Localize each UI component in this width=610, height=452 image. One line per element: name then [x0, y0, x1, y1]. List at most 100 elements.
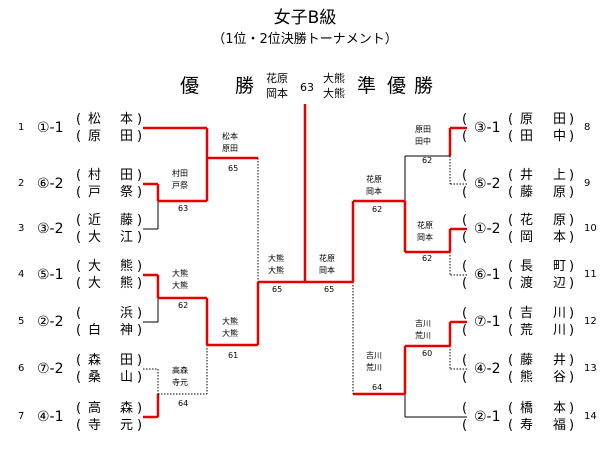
right-paren-close: ) — [569, 230, 575, 245]
right-seed-number: 13 — [584, 363, 597, 374]
left-seed-number: 2 — [18, 178, 25, 189]
left-match-score: 65 — [228, 164, 239, 173]
right-paren-close: ) — [569, 370, 575, 385]
left-group-result: ⑤-1 — [37, 267, 64, 283]
right-paren-close: ) — [569, 306, 575, 321]
left-paren-close: ) — [137, 168, 143, 183]
right-match-score: 62 — [422, 156, 433, 165]
left-player1-second: 本 — [120, 112, 134, 127]
left-player2-second: 神 — [120, 323, 134, 338]
left-seed-number: 3 — [18, 223, 25, 234]
left-seed-number: 7 — [18, 411, 25, 422]
left-paren-close: ) — [137, 129, 143, 144]
right-player2-first: 熊 — [520, 370, 534, 385]
right-player1-second: 町 — [553, 259, 567, 274]
right-seed-number: 14 — [584, 411, 597, 422]
page-title: 女子B級 — [273, 8, 337, 28]
right-paren-open: ( — [462, 112, 468, 127]
left-paren-open: ( — [76, 230, 82, 245]
left-match-score: 64 — [178, 399, 189, 408]
right-paren-close: ) — [569, 276, 575, 291]
right-player1-second: 本 — [553, 401, 567, 416]
right-paren-close: ) — [569, 168, 575, 183]
left-paren-close: ) — [137, 323, 143, 338]
right-match-score: 65 — [324, 285, 335, 294]
right-paren-open: ( — [462, 418, 468, 433]
left-player2-second: 山 — [120, 370, 134, 385]
left-match-name: 村田 — [172, 169, 188, 178]
left-player2-first: 大 — [88, 276, 102, 291]
right-paren-close: ) — [569, 418, 575, 433]
left-player1-second: 森 — [120, 401, 134, 416]
left-paren-close: ) — [137, 306, 143, 321]
left-paren-open: ( — [76, 401, 82, 416]
final-right-name-1: 大熊 — [323, 72, 345, 85]
left-player2-first: 原 — [88, 129, 102, 144]
right-paren-open: ( — [508, 112, 514, 127]
left-seed-number: 1 — [18, 122, 25, 133]
right-match-name: 吉川 — [366, 351, 382, 360]
left-player2-second: 江 — [120, 230, 134, 245]
right-seed-number: 11 — [584, 269, 597, 280]
right-player1-first: 花 — [520, 213, 534, 228]
right-player2-first: 田 — [520, 129, 534, 144]
final-score: 63 — [300, 81, 314, 94]
right-paren-open: ( — [508, 259, 514, 274]
right-player2-second: 本 — [553, 230, 567, 245]
right-player2-first: 寿 — [520, 418, 534, 433]
right-match-name: 吉川 — [415, 319, 431, 328]
left-player2-first: 寺 — [88, 418, 102, 433]
left-match-name: 松本 — [222, 132, 238, 141]
right-paren-open: ( — [508, 306, 514, 321]
right-player2-second: 辺 — [553, 276, 567, 291]
left-paren-open: ( — [76, 129, 82, 144]
right-paren-close: ) — [569, 259, 575, 274]
left-player1-first: 森 — [88, 353, 102, 368]
left-paren-close: ) — [137, 401, 143, 416]
left-match-name: 寺元 — [172, 378, 188, 387]
right-player1-first: 藤 — [520, 353, 534, 368]
right-paren-open: ( — [508, 168, 514, 183]
right-player1-second: 原 — [553, 213, 567, 228]
right-paren-open: ( — [462, 168, 468, 183]
right-match-name: 原田 — [415, 125, 431, 134]
right-paren-open: ( — [508, 129, 514, 144]
right-paren-open: ( — [462, 129, 468, 144]
right-match-name: 田中 — [415, 137, 431, 146]
left-player1-first: 近 — [88, 213, 102, 228]
left-paren-open: ( — [76, 276, 82, 291]
left-match-name: 大熊 — [268, 266, 284, 275]
right-match-name: 荒川 — [415, 331, 431, 340]
left-match-score: 61 — [228, 351, 239, 360]
final-right-name-2: 大熊 — [323, 87, 345, 100]
right-seed-number: 12 — [584, 316, 597, 327]
right-match-name: 岡本 — [366, 187, 382, 196]
left-match-name: 大熊 — [172, 269, 188, 278]
right-paren-close: ) — [569, 401, 575, 416]
right-player2-second: 原 — [553, 185, 567, 200]
left-group-result: ④-1 — [37, 409, 64, 425]
left-player2-first: 白 — [88, 323, 102, 338]
runner-up-label-3: 勝 — [414, 75, 434, 97]
right-paren-open: ( — [462, 185, 468, 200]
right-paren-open: ( — [508, 213, 514, 228]
left-player1-second: 浜 — [120, 306, 134, 321]
right-match-name: 花原 — [319, 254, 335, 263]
left-match-name: 戸祭 — [172, 181, 188, 190]
right-player1-first: 橋 — [520, 401, 534, 416]
left-group-result: ⑥-2 — [37, 176, 64, 192]
left-match-score: 62 — [178, 301, 189, 310]
left-player1-first: 松 — [88, 112, 102, 127]
right-paren-open: ( — [462, 370, 468, 385]
right-paren-open: ( — [508, 418, 514, 433]
left-paren-close: ) — [137, 259, 143, 274]
right-seed-number: 9 — [584, 178, 591, 189]
left-paren-open: ( — [76, 168, 82, 183]
left-player2-second: 熊 — [120, 276, 134, 291]
left-player2-first: 戸 — [88, 185, 102, 200]
right-paren-open: ( — [508, 185, 514, 200]
right-match-score: 62 — [372, 205, 383, 214]
right-seed-number: 10 — [584, 223, 597, 234]
right-paren-open: ( — [508, 401, 514, 416]
